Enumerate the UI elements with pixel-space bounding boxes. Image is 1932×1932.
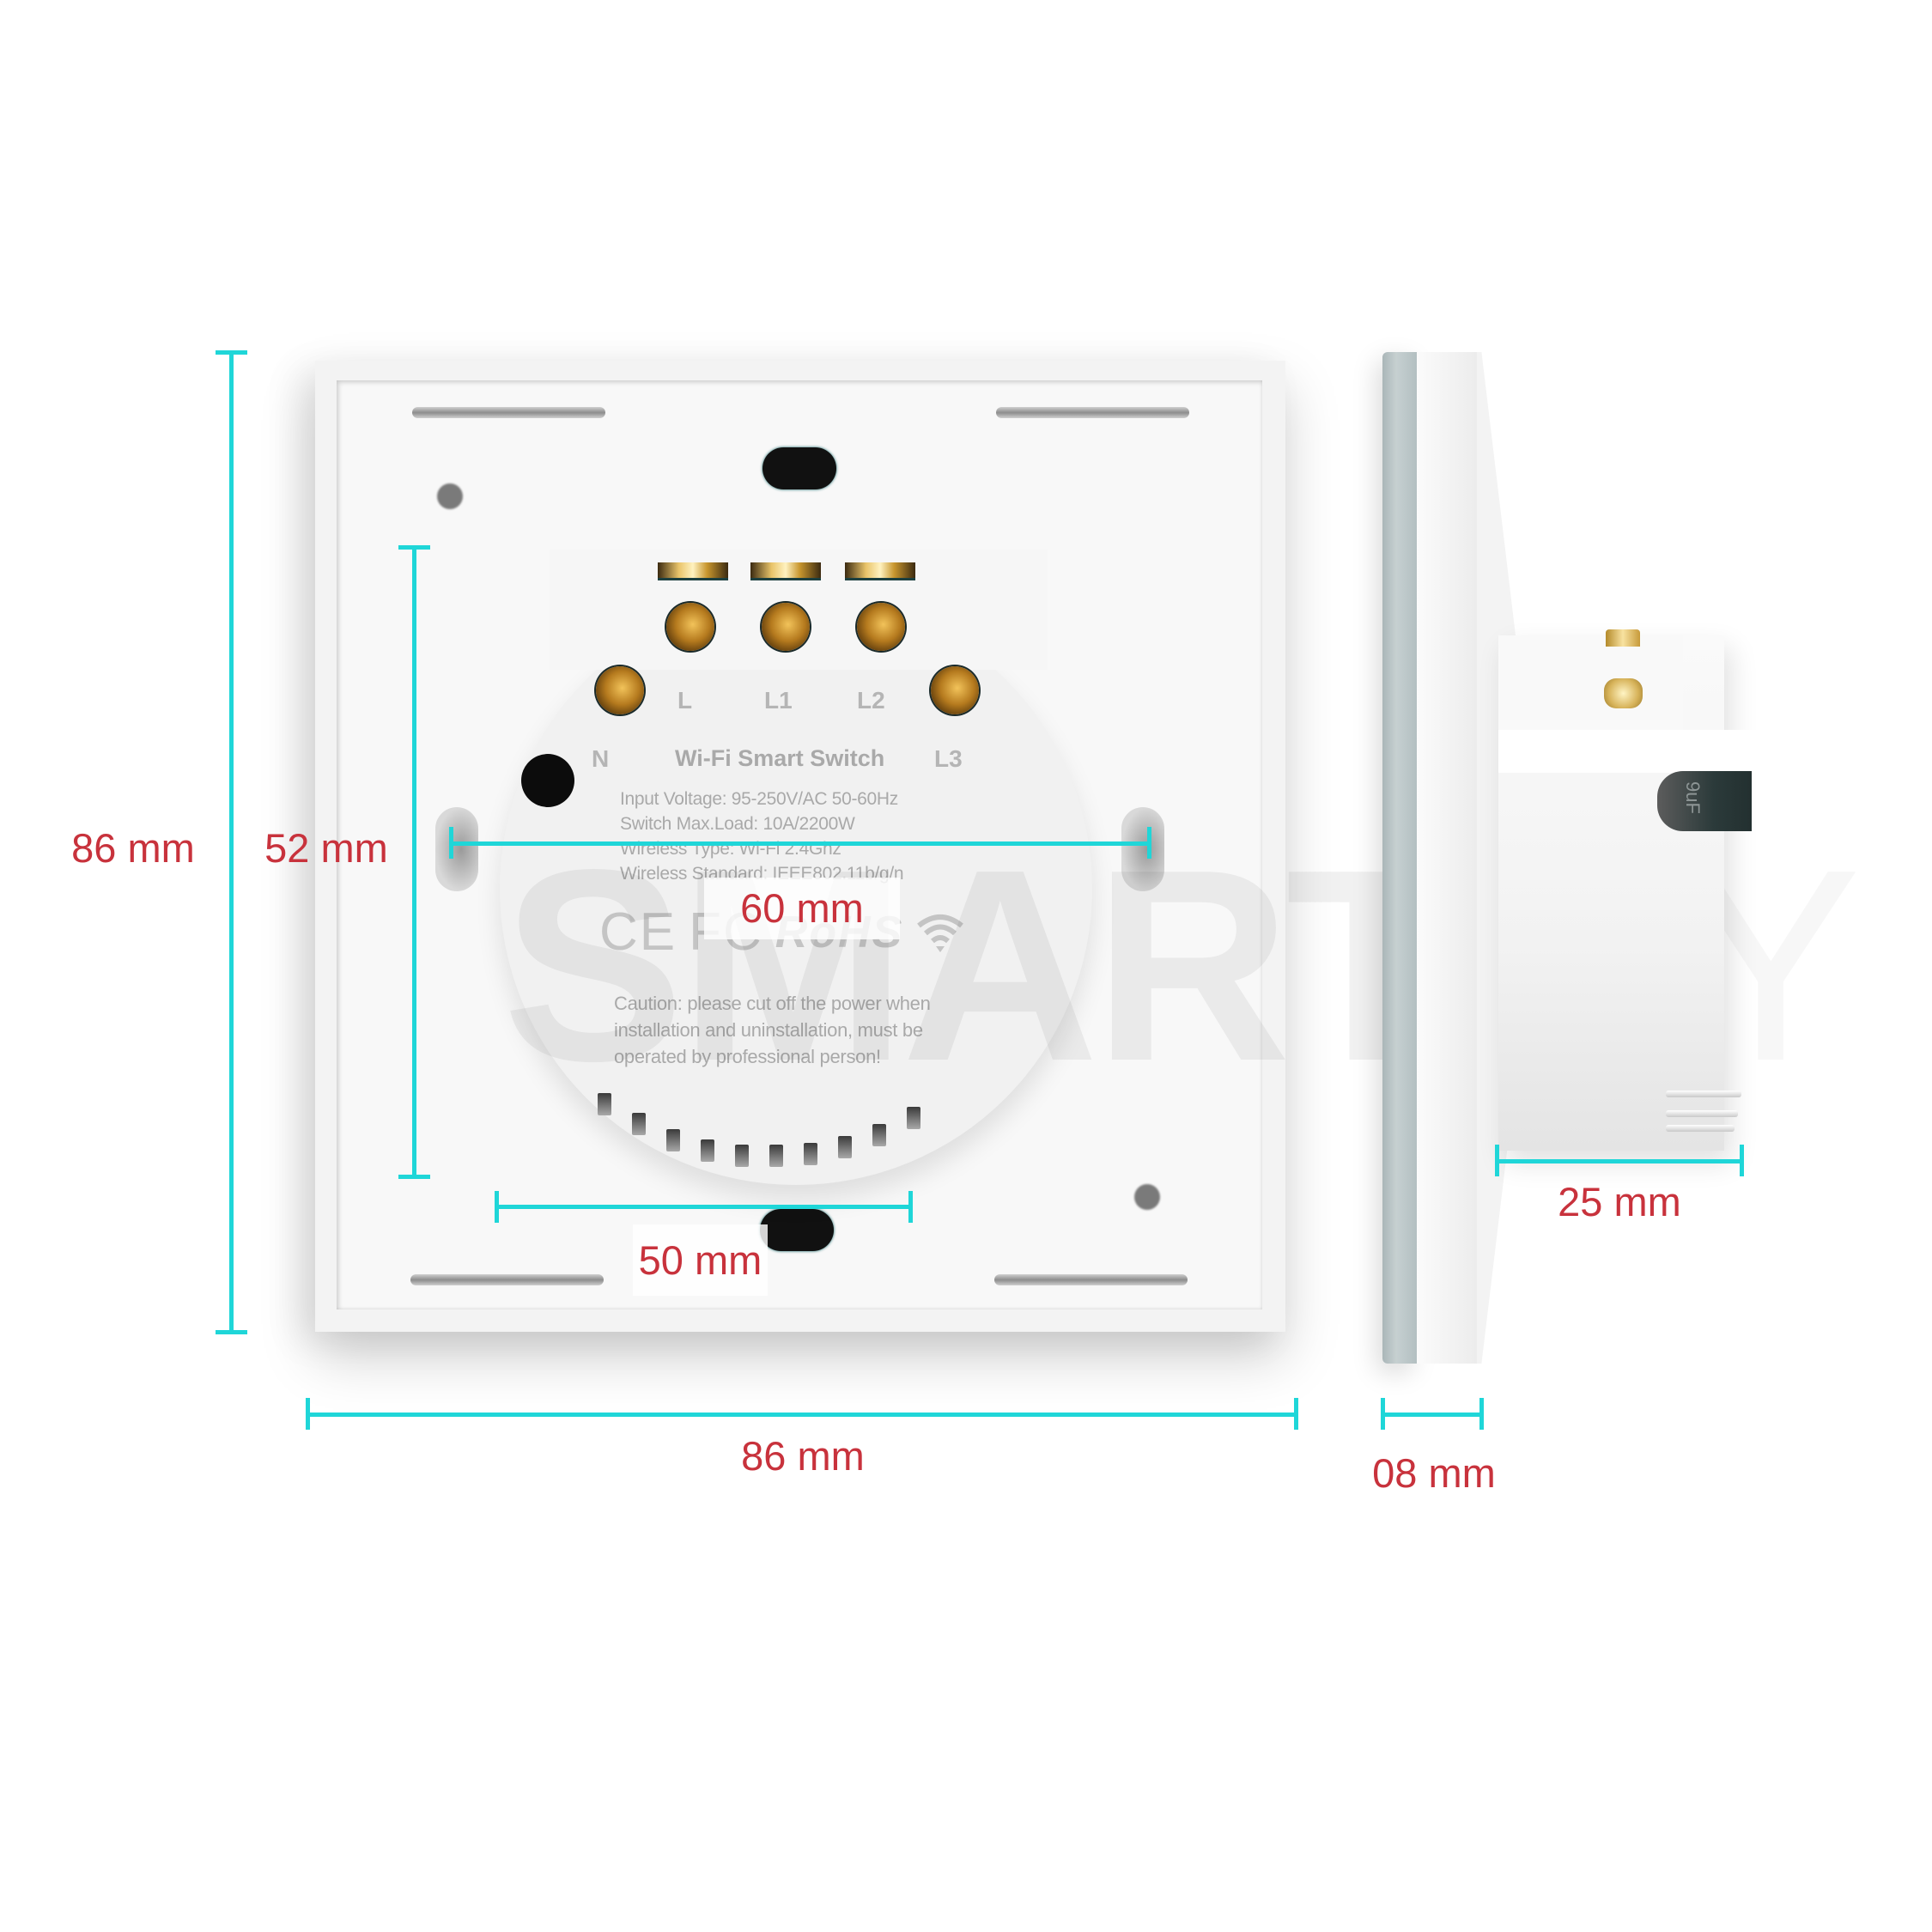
dimension-tick <box>1147 827 1151 859</box>
side-view-ridge <box>1666 1110 1738 1117</box>
dimension-tick <box>1294 1398 1298 1430</box>
terminal-hole-left <box>596 666 644 714</box>
terminal-screw-l <box>658 562 728 580</box>
clip-hole-top <box>762 447 836 489</box>
dimension-tick <box>1740 1145 1744 1176</box>
dimension-line-glass-thickness <box>1382 1413 1483 1417</box>
ce-mark: CE <box>599 902 677 962</box>
terminal-hole-l3 <box>931 666 979 714</box>
clip-hole-bottom <box>760 1209 834 1251</box>
dimension-tick <box>449 827 453 859</box>
side-view-frame <box>1417 352 1477 1364</box>
terminal-label-l1: L1 <box>764 687 793 714</box>
terminal-screw-l1 <box>750 562 821 580</box>
terminal-label-n: N <box>592 745 610 772</box>
dimension-label-module-width: 50 mm <box>638 1237 762 1283</box>
terminal-label-l2: L2 <box>857 687 885 714</box>
side-view-glass-panel <box>1382 352 1417 1364</box>
dimension-line-plate-height <box>229 352 234 1334</box>
wifi-icon <box>917 914 964 952</box>
terminal-hole-l <box>666 603 714 651</box>
dimension-tick <box>398 1175 430 1179</box>
dimension-line-hole-spacing <box>451 841 1151 846</box>
side-view-screw <box>1604 678 1643 708</box>
mounting-slot-top-left <box>412 407 605 418</box>
dimension-label-glass-thickness: 08 mm <box>1372 1450 1496 1496</box>
side-view-step <box>1498 730 1756 773</box>
product-name: Wi-Fi Smart Switch <box>675 745 885 771</box>
dimension-label-module-height: 52 mm <box>264 825 388 871</box>
mounting-hole-left <box>435 807 478 891</box>
screw-dot-bottom-right <box>1134 1184 1160 1210</box>
dimension-tick <box>1381 1398 1385 1430</box>
dimension-tick <box>216 1330 247 1334</box>
side-view-capacitor: 9uF <box>1657 771 1752 831</box>
dimension-line-plate-width <box>307 1413 1297 1417</box>
terminal-hole-l2 <box>857 603 905 651</box>
dimension-tick <box>1479 1398 1484 1430</box>
dimension-label-box <box>704 878 900 939</box>
screw-dot-top-left <box>437 483 463 509</box>
dimension-tick <box>398 545 430 550</box>
terminal-hole-l1 <box>762 603 810 651</box>
dimension-tick <box>495 1191 499 1223</box>
caution-text: Caution: please cut off the power when i… <box>614 993 931 1067</box>
dimension-label-plate-width: 86 mm <box>741 1433 865 1479</box>
terminal-hole-n <box>521 754 574 807</box>
dimension-tick <box>216 350 247 355</box>
dimension-tick <box>908 1191 913 1223</box>
side-view-ridge <box>1666 1125 1735 1132</box>
dimension-label-box <box>633 1224 768 1296</box>
mounting-slot-top-right <box>996 407 1189 418</box>
dimension-line-module-width <box>496 1205 912 1209</box>
dimension-line-module-depth <box>1497 1159 1743 1163</box>
side-view-ridge <box>1666 1091 1741 1097</box>
terminal-label-l: L <box>677 687 693 714</box>
mounting-slot-bottom-left <box>410 1274 604 1285</box>
side-view-screw-top <box>1606 629 1640 647</box>
dimension-tick <box>306 1398 310 1430</box>
dimension-label-plate-height: 86 mm <box>71 825 195 871</box>
ventilation-slots <box>592 1086 936 1172</box>
mounting-hole-right <box>1121 807 1164 891</box>
mounting-slot-bottom-right <box>994 1274 1188 1285</box>
dimension-label-hole-spacing: 60 mm <box>740 885 864 931</box>
watermark: SMARTIFY <box>502 813 1453 1118</box>
terminal-label-l3: L3 <box>934 745 963 772</box>
side-view-terminal-housing <box>1498 635 1683 730</box>
terminal-screw-l2 <box>845 562 915 580</box>
spec-max-load: Switch Max.Load: 10A/2200W <box>620 814 855 834</box>
dimension-line-module-height <box>412 547 416 1178</box>
dimension-tick <box>1495 1145 1499 1176</box>
spec-input-voltage: Input Voltage: 95-250V/AC 50-60Hz <box>620 789 898 809</box>
dimension-label-module-depth: 25 mm <box>1558 1179 1681 1224</box>
